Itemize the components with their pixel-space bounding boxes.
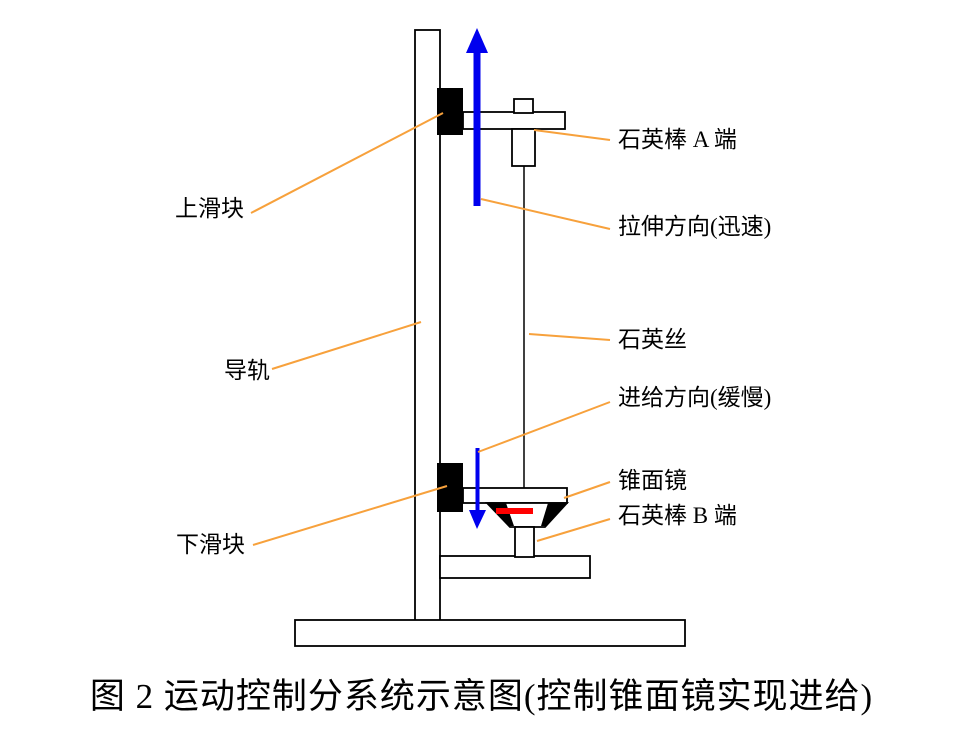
leader-cone-mirror	[563, 481, 611, 499]
up-arrow-head	[466, 28, 488, 53]
up-arrow-shaft	[473, 50, 481, 206]
leader-guide-rail	[271, 321, 422, 370]
leader-lines	[250, 112, 611, 546]
label-stretch-direction: 拉伸方向(迅速)	[618, 214, 772, 239]
quartz-rod-a-top-shape	[513, 98, 534, 114]
leader-quartz-rod-a	[533, 129, 611, 141]
label-quartz-rod-a-end: 石英棒 A 端	[618, 127, 737, 152]
quartz-rod-a-shape	[511, 128, 536, 167]
cone-mirror-right-face	[541, 503, 567, 526]
base-shape	[294, 619, 686, 647]
label-guide-rail: 导轨	[224, 358, 270, 383]
lower-support-bar-shape	[439, 555, 591, 579]
guide-rail-shape	[414, 29, 441, 623]
leader-stretch-direction	[480, 198, 611, 230]
label-quartz-rod-b-end: 石英棒 B 端	[618, 503, 737, 528]
down-arrow-head	[469, 510, 486, 529]
leader-upper-slider	[250, 112, 444, 214]
down-arrow-shaft	[475, 448, 480, 512]
leader-lower-slider	[252, 485, 448, 546]
label-cone-mirror: 锥面镜	[618, 468, 687, 493]
label-lower-slider: 下滑块	[176, 532, 245, 557]
leader-feed-direction	[477, 401, 611, 453]
label-quartz-fiber: 石英丝	[618, 327, 687, 352]
leader-quartz-fiber	[528, 333, 611, 341]
mirror-red-bar	[496, 508, 533, 514]
figure-caption: 图 2 运动控制分系统示意图(控制锥面镜实现进给)	[89, 677, 874, 716]
down-arrow-icon	[469, 448, 486, 529]
upper-slider-shape	[437, 88, 463, 135]
label-upper-slider: 上滑块	[175, 196, 244, 221]
up-arrow-icon	[466, 28, 488, 206]
leader-quartz-rod-b	[536, 518, 611, 542]
label-feed-direction: 进给方向(缓慢)	[618, 385, 772, 410]
quartz-rod-b-shape	[514, 526, 535, 558]
